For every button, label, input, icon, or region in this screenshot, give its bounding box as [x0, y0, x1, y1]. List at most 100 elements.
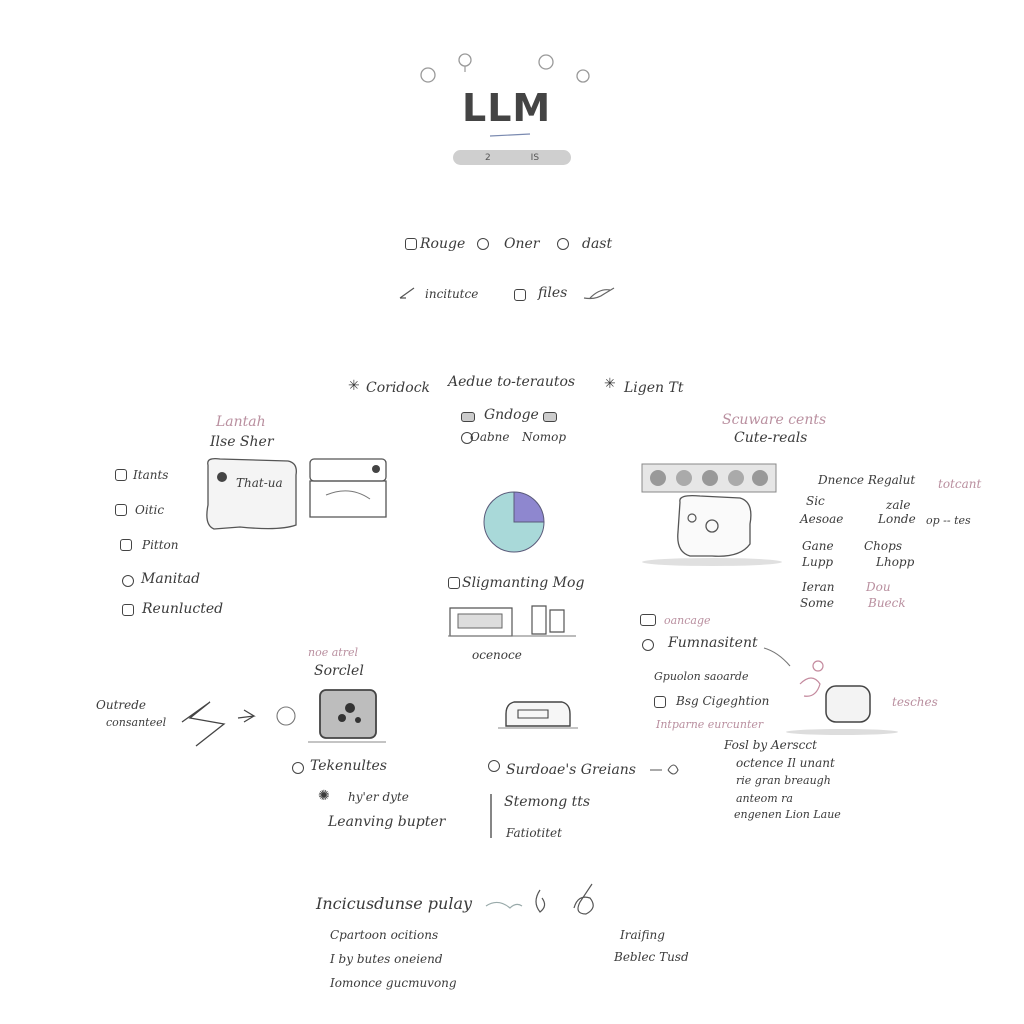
- rouge-icon: [405, 238, 417, 250]
- table-r6c1: Some: [800, 596, 834, 610]
- table-r2c1: Aesoae: [800, 512, 844, 526]
- right-mid-line4: Bsg Cigeghtion: [676, 694, 770, 708]
- spark-icon-2: ✳: [604, 376, 616, 392]
- table-r5c1: Ieran: [802, 580, 835, 594]
- center-low-line2: Stemong tts: [504, 794, 591, 810]
- bottom-left-1: Cpartoon ocitions: [330, 928, 439, 942]
- top-item-files: files: [538, 285, 568, 301]
- pie-label: Sligmanting Mog: [462, 575, 585, 591]
- list-icon-2: [115, 504, 127, 516]
- link-icon: [448, 577, 460, 589]
- persistent-icon: [642, 639, 654, 651]
- wave-icon: [648, 760, 682, 780]
- table-r6c2: Bueck: [868, 596, 906, 610]
- box-icon: [461, 412, 475, 422]
- list-icon-3: [120, 539, 132, 551]
- page-title: LLM: [462, 86, 552, 130]
- center-middle-label: Aedue to-terautos: [448, 374, 576, 390]
- chat-bubble-text: That-ua: [236, 476, 283, 490]
- right-mid-line1: oancage: [664, 614, 711, 627]
- bag-icon: [654, 696, 666, 708]
- left-list-item-1: Itants: [133, 468, 169, 482]
- list-icon-1: [115, 469, 127, 481]
- gear-icon: [461, 432, 473, 444]
- table-r4c2: Lhopp: [876, 555, 915, 569]
- bottom-left-3: Iomonce gucmuvong: [330, 976, 457, 990]
- dast-icon: [557, 238, 569, 250]
- right-note-5: engenen Lion Laue: [734, 808, 841, 821]
- oner-icon: [477, 238, 489, 250]
- cage-icon: [640, 614, 656, 626]
- top-item-incitutce: incitutce: [425, 287, 479, 301]
- left-heading-1: Lantah: [216, 414, 266, 430]
- center-box-line3: Nomop: [522, 430, 567, 444]
- sun-icon: ✺: [318, 788, 330, 804]
- list-icon-4: [122, 575, 134, 587]
- monitor-sketch: [760, 644, 898, 735]
- pill-left-text: 2: [484, 152, 491, 163]
- printer-sketch: [496, 694, 580, 734]
- right-heading-1: Scuware cents: [722, 412, 827, 428]
- table-r1c1: Sic: [806, 494, 825, 508]
- left-mid-sub-1: hy'er dyte: [348, 790, 409, 804]
- title-pill: 2 IS: [453, 150, 571, 165]
- table-r2c2: Londe: [878, 512, 916, 526]
- table-r4c1: Lupp: [802, 555, 834, 569]
- center-left-label: Coridock: [366, 380, 431, 396]
- right-note-1: Fosl by Aerscct: [724, 738, 817, 752]
- bottom-heading: Incicusdunse pulay: [316, 894, 473, 913]
- shoe-icon: [580, 284, 618, 304]
- bottom-squiggles: [482, 878, 612, 918]
- pie-chart: [480, 488, 548, 556]
- robot-sketch: [640, 462, 782, 566]
- top-item-rouge: Rouge: [420, 236, 466, 252]
- table-r3c1: Gane: [802, 539, 834, 553]
- table-r3c2: Chops: [864, 539, 902, 553]
- pen-icon: [398, 286, 418, 302]
- arrow-sketch: [180, 694, 304, 754]
- center-box-line1: Gndoge: [484, 407, 539, 423]
- table-r1c2: zale: [886, 498, 911, 512]
- pie-sub-label: ocenoce: [472, 648, 522, 662]
- center-box-line2: Oabne: [470, 430, 510, 444]
- left-list-item-2: Oitic: [135, 503, 165, 517]
- center-low-line3: Fatiotitet: [506, 826, 562, 840]
- devices-sketch: [448, 604, 578, 640]
- device-box-sketch: [306, 684, 388, 746]
- right-mid-side: tesches: [892, 695, 938, 709]
- chat-devices-sketch: [200, 455, 392, 537]
- divider-line: [488, 792, 494, 842]
- tokenizer-icon: [292, 762, 304, 774]
- left-list-item-4: Manitad: [141, 571, 201, 587]
- right-mid-line2: Fumnasitent: [668, 635, 758, 651]
- left-heading-2: Ilse Sher: [210, 434, 274, 450]
- bottom-right-2: Beblec Tusd: [614, 950, 689, 964]
- top-item-dast: dast: [582, 236, 613, 252]
- right-mid-line3: Gpuolon saoarde: [654, 670, 749, 683]
- arrow-text-2: consanteel: [106, 716, 167, 729]
- right-heading-2: Cute-reals: [734, 430, 808, 446]
- left-list-item-5: Reunlucted: [142, 601, 224, 617]
- right-note-4: anteom ra: [736, 792, 793, 805]
- files-icon: [514, 289, 526, 301]
- robot-caption: Dnence Regalut: [818, 473, 916, 487]
- top-item-oner: Oner: [504, 236, 540, 252]
- center-right-label: Ligen Tt: [624, 380, 684, 396]
- pie-slice-2: [484, 492, 544, 552]
- box-icon-2: [543, 412, 557, 422]
- right-side-label: totcant: [938, 477, 982, 491]
- list-icon-5: [122, 604, 134, 616]
- right-note-3: rie gran breaugh: [736, 774, 831, 787]
- pill-right-text: IS: [530, 152, 540, 163]
- right-note-2: octence Il unant: [736, 756, 835, 770]
- left-mid-heading-1: noe atrel: [308, 646, 358, 659]
- center-low-line1: Surdoae's Greians: [506, 762, 636, 778]
- table-extra: op -- tes: [926, 514, 971, 527]
- left-mid-heading-2: Sorclel: [314, 663, 364, 679]
- table-r5c2: Dou: [866, 580, 891, 594]
- right-mid-line5: Intparne eurcunter: [656, 718, 764, 731]
- tag-icon: [488, 760, 500, 772]
- spark-icon: ✳: [348, 378, 360, 394]
- left-list-item-3: Pitton: [142, 538, 179, 552]
